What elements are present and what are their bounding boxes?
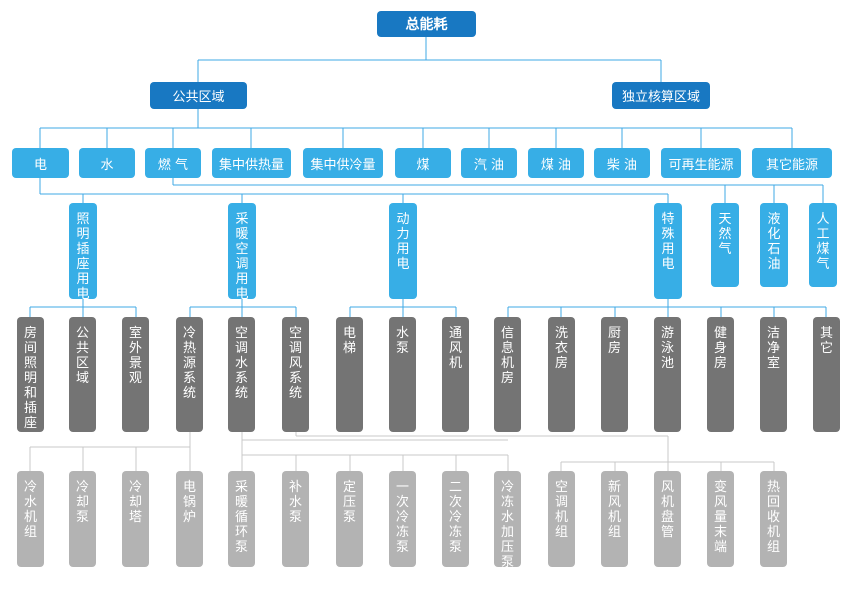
subitem-kitchen[interactable]: 厨房 (601, 317, 628, 432)
equip-cooling-pump[interactable]: 冷却泵 (69, 471, 96, 567)
root-total-energy[interactable]: 总能耗 (377, 11, 476, 37)
equip-chilled-booster-pump[interactable]: 冷冻水加压泵 (494, 471, 521, 570)
elec-group-hvac[interactable]: 采暖空调用电 (228, 203, 256, 302)
energy-kerosene[interactable]: 煤 油 (528, 148, 584, 178)
energy-gasoline[interactable]: 汽 油 (461, 148, 517, 178)
equip-secondary-chilled-pump[interactable]: 二次冷冻泵 (442, 471, 469, 567)
subitem-elevator[interactable]: 电梯 (336, 317, 363, 432)
energy-other[interactable]: 其它能源 (752, 148, 832, 178)
equip-heat-recovery[interactable]: 热回收机组 (760, 471, 787, 567)
energy-central-heating[interactable]: 集中供热量 (212, 148, 291, 178)
equip-cooling-tower[interactable]: 冷却塔 (122, 471, 149, 567)
gas-manufactured[interactable]: 人工煤气 (809, 203, 837, 287)
subitem-data-room[interactable]: 信息机房 (494, 317, 521, 432)
energy-coal[interactable]: 煤 (395, 148, 451, 178)
equip-electric-boiler[interactable]: 电锅炉 (176, 471, 203, 567)
equip-pressure-pump[interactable]: 定压泵 (336, 471, 363, 567)
equip-ahu[interactable]: 空调机组 (548, 471, 575, 567)
equip-fan-coil[interactable]: 风机盘管 (654, 471, 681, 567)
energy-gas[interactable]: 燃 气 (145, 148, 201, 178)
subitem-heat-cold-source[interactable]: 冷热源系统 (176, 317, 203, 432)
area-public[interactable]: 公共区域 (150, 82, 247, 109)
subitem-clean-room[interactable]: 洁净室 (760, 317, 787, 432)
equip-fresh-air-unit[interactable]: 新风机组 (601, 471, 628, 567)
subitem-ac-water[interactable]: 空调水系统 (228, 317, 255, 432)
equip-chiller[interactable]: 冷水机组 (17, 471, 44, 567)
equip-makeup-pump[interactable]: 补水泵 (282, 471, 309, 567)
subitem-water-pump[interactable]: 水泵 (389, 317, 416, 432)
equip-heating-circ-pump[interactable]: 采暖循环泵 (228, 471, 255, 567)
energy-renewable[interactable]: 可再生能源 (661, 148, 741, 178)
gas-natural[interactable]: 天然气 (711, 203, 739, 287)
energy-central-cooling[interactable]: 集中供冷量 (303, 148, 383, 178)
subitem-gym[interactable]: 健身房 (707, 317, 734, 432)
elec-group-power[interactable]: 动力用电 (389, 203, 417, 299)
subitem-swimming-pool[interactable]: 游泳池 (654, 317, 681, 432)
equip-primary-chilled-pump[interactable]: 一次冷冻泵 (389, 471, 416, 567)
subitem-other[interactable]: 其它 (813, 317, 840, 432)
energy-water[interactable]: 水 (79, 148, 135, 178)
subitem-public-area[interactable]: 公共区域 (69, 317, 96, 432)
energy-diesel[interactable]: 柴 油 (594, 148, 650, 178)
elec-group-special[interactable]: 特殊用电 (654, 203, 682, 299)
subitem-outdoor-landscape[interactable]: 室外景观 (122, 317, 149, 432)
subitem-room-lighting[interactable]: 房间照明和插座 (17, 317, 44, 432)
subitem-laundry[interactable]: 洗衣房 (548, 317, 575, 432)
subitem-ac-air[interactable]: 空调风系统 (282, 317, 309, 432)
equip-vav-terminal[interactable]: 变风量末端 (707, 471, 734, 567)
subitem-ventilator[interactable]: 通风机 (442, 317, 469, 432)
energy-electricity[interactable]: 电 (12, 148, 69, 178)
area-independent[interactable]: 独立核算区域 (612, 82, 710, 109)
elec-group-lighting[interactable]: 照明插座用电 (69, 203, 97, 302)
gas-lpg[interactable]: 液化石油 (760, 203, 788, 287)
